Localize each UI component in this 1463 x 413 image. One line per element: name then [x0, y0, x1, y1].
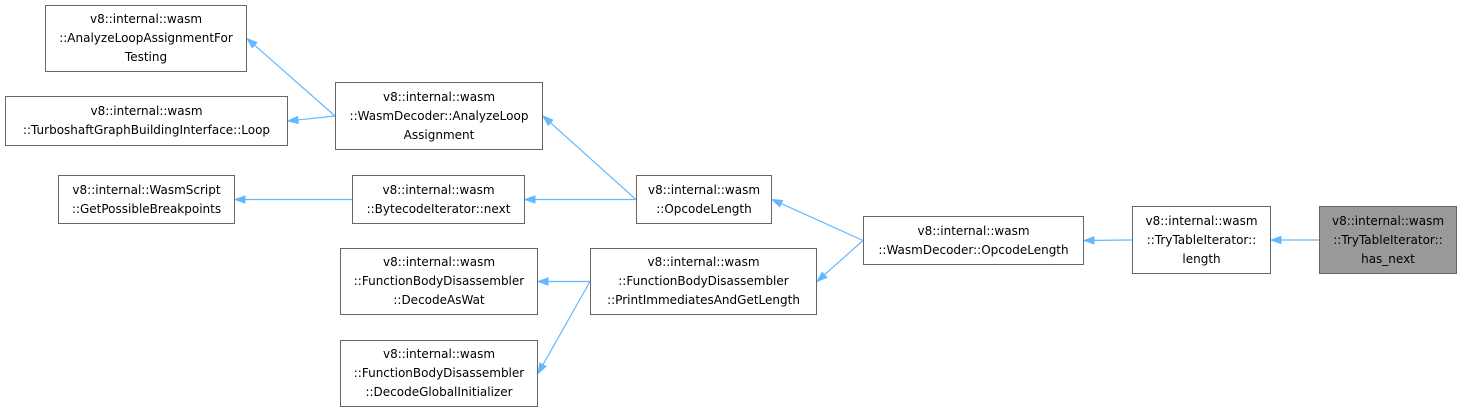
edge-arrowhead — [1269, 235, 1282, 245]
node-label-line: ::FunctionBodyDisassembler — [618, 274, 789, 288]
edge-arrowhead — [536, 277, 549, 286]
node-label-line: v8::internal::wasm — [89, 12, 203, 26]
node-label-line: ::BytecodeIterator::next — [366, 201, 511, 216]
node-label-line: v8::internal::wasm — [647, 255, 760, 269]
node-label-line: Testing — [124, 50, 168, 64]
edge-arrowhead — [523, 195, 536, 204]
edge-wasm-decoder-analyze-loop-assignment-to-opcode-length — [550, 122, 637, 200]
node-label-line: v8::internal::wasm — [1145, 213, 1258, 228]
node-label-line: ::FunctionBodyDisassembler — [353, 366, 525, 380]
node-try-table-iterator-length[interactable]: v8::internal::wasm::TryTableIterator::le… — [1132, 206, 1271, 274]
node-wasm-decoder-analyze-loop-assignment[interactable]: v8::internal::wasm::WasmDecoder::Analyze… — [335, 82, 543, 150]
edge-arrowhead — [537, 362, 547, 375]
node-label-line: ::PrintImmediatesAndGetLength — [607, 293, 800, 307]
edge-arrowhead — [286, 115, 299, 125]
node-wasm-script-get-possible-breakpoints[interactable]: v8::internal::WasmScript::GetPossibleBre… — [58, 175, 235, 224]
node-label-line: ::TurboshaftGraphBuildingInterface::Loop — [22, 123, 271, 137]
node-label-line: Assignment — [403, 127, 475, 142]
node-label-line: length — [1182, 251, 1221, 266]
node-opcode-length[interactable]: v8::internal::wasm::OpcodeLength — [636, 175, 772, 224]
node-label-line: v8::internal::wasm — [382, 347, 496, 361]
node-wasm-decoder-opcode-length[interactable]: v8::internal::wasm::WasmDecoder::OpcodeL… — [863, 216, 1084, 265]
node-label-line: v8::internal::wasm — [647, 182, 761, 197]
edge-arrowhead — [770, 198, 784, 208]
node-label-line: ::DecodeGlobalInitializer — [365, 385, 513, 399]
edge-opcode-length-to-wasm-decoder-opcode-length — [780, 203, 864, 242]
node-label-line: v8::internal::wasm — [382, 182, 495, 197]
node-turboshaft-graph-building-interface-loop[interactable]: v8::internal::wasm::TurboshaftGraphBuild… — [5, 96, 288, 146]
edge-analyze-loop-assignment-for-testing-to-wasm-decoder-analyze-loop-assignment — [254, 44, 336, 117]
node-label-line: v8::internal::wasm — [382, 255, 496, 269]
node-label-line: ::WasmDecoder::OpcodeLength — [878, 242, 1069, 257]
node-label-line: v8::internal::wasm — [90, 104, 203, 118]
node-label-line: ::TryTableIterator:: — [1333, 232, 1443, 247]
node-label-line: ::GetPossibleBreakpoints — [71, 201, 222, 216]
node-label-line: v8::internal::wasm — [382, 89, 496, 104]
node-label-line: ::AnalyzeLoopAssignmentFor — [59, 31, 233, 45]
node-label-line: ::DecodeAsWat — [393, 293, 485, 307]
edge-arrowhead — [815, 271, 828, 283]
node-label-line: v8::internal::WasmScript — [72, 182, 221, 197]
node-function-body-disassembler-decode-as-wat[interactable]: v8::internal::wasm::FunctionBodyDisassem… — [340, 248, 538, 315]
edge-arrowhead — [245, 37, 258, 49]
node-bytecode-iterator-next[interactable]: v8::internal::wasm::BytecodeIterator::ne… — [352, 175, 525, 224]
node-label-line: v8::internal::wasm — [1331, 213, 1445, 228]
edge-arrowhead — [1082, 236, 1095, 245]
edge-arrowhead — [541, 114, 554, 127]
node-label-line: ::WasmDecoder::AnalyzeLoop — [349, 108, 529, 123]
edge-function-body-disassembler-print-immediates-and-get-length-to-wasm-decoder-opcode-length — [824, 240, 864, 276]
node-analyze-loop-assignment-for-testing[interactable]: v8::internal::wasm::AnalyzeLoopAssignmen… — [45, 5, 247, 72]
node-function-body-disassembler-print-immediates-and-get-length[interactable]: v8::internal::wasm::FunctionBodyDisassem… — [590, 248, 817, 315]
node-label-line: v8::internal::wasm — [917, 223, 1030, 238]
node-function-body-disassembler-decode-global-initializer[interactable]: v8::internal::wasm::FunctionBodyDisassem… — [340, 340, 538, 407]
edge-turboshaft-graph-building-interface-loop-to-wasm-decoder-analyze-loop-assignment — [297, 115, 336, 121]
edge-function-body-disassembler-decode-global-initializer-to-function-body-disassembler-print-immediates-and-get-length — [542, 281, 591, 366]
edge-arrowhead — [233, 195, 246, 204]
node-label-line: has_next — [1361, 251, 1415, 266]
node-try-table-iterator-has-next: v8::internal::wasm::TryTableIterator::ha… — [1319, 206, 1457, 274]
node-label-line: ::FunctionBodyDisassembler — [353, 274, 525, 288]
node-label-line: ::OpcodeLength — [656, 201, 752, 216]
node-label-line: ::TryTableIterator:: — [1146, 232, 1257, 247]
